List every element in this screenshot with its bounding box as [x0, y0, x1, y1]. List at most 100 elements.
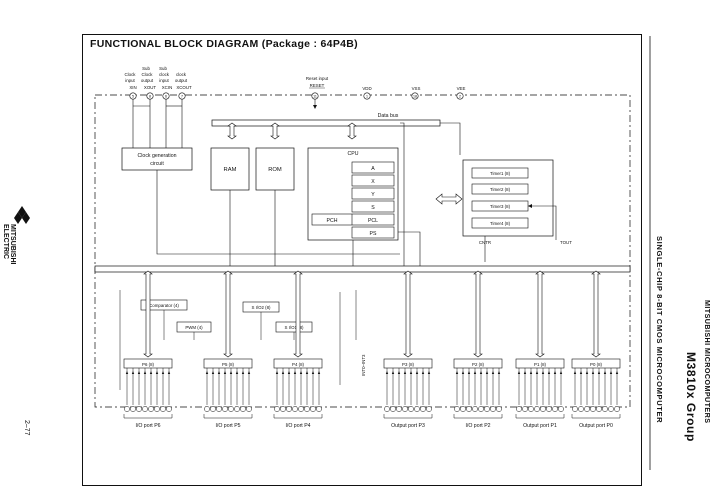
port-register-box	[571, 358, 621, 369]
port-register-box	[273, 358, 323, 369]
port-register-box	[123, 358, 173, 369]
port-pin-circle	[292, 406, 298, 412]
port-register-label: P6 (8)	[142, 362, 154, 367]
port-pin-circle	[426, 406, 432, 412]
timer-rows	[471, 167, 529, 229]
clock-pin-3-l1: Sub	[142, 66, 150, 71]
port-register-label: P2 (8)	[472, 362, 484, 367]
timer-bus-arrow	[435, 193, 463, 205]
port-pin-circle	[286, 406, 292, 412]
port-6: P0 (8)Output port P0	[571, 270, 621, 429]
port-pin-circle	[304, 406, 310, 412]
port-register-box	[203, 358, 253, 369]
port-pin-circle	[558, 406, 564, 412]
clock-pin-4-sym: XCOUT	[176, 85, 192, 90]
port-pin-circle	[234, 406, 240, 412]
port-pin-circle	[216, 406, 222, 412]
internal-bus	[94, 265, 631, 273]
data-bus-top	[211, 119, 441, 127]
port-pin-circle	[390, 406, 396, 412]
port-label: I/O port P6	[135, 423, 160, 429]
sio1-label: S I/O1 (8)	[284, 325, 304, 330]
port-label: Output port P1	[523, 423, 557, 429]
pin-num-vss: 18	[413, 94, 417, 98]
port-0: P6 (8) I/O port P6	[123, 270, 173, 429]
port-pin-circle	[228, 406, 234, 412]
port-pin-circle	[490, 406, 496, 412]
port-pin-circle	[460, 406, 466, 412]
clock-gen-l2: circuit	[150, 161, 164, 167]
port-pin-circle	[274, 406, 280, 412]
port-pin-circle	[484, 406, 490, 412]
port-pin-circle	[528, 406, 534, 412]
clock-pin-3-sym: XCIN	[162, 85, 173, 90]
reset-label: Reset input	[306, 76, 329, 81]
port-pin-circle	[240, 406, 246, 412]
port-pin-circle	[130, 406, 136, 412]
int-label: INT0–INT3	[361, 354, 366, 376]
port-register-label: P5 (8)	[222, 362, 234, 367]
reg-y: Y	[371, 192, 375, 198]
reset-pin: RESET	[310, 83, 325, 88]
port-register-box	[383, 358, 433, 369]
pin-num-vdd: 1	[366, 94, 368, 98]
port-pin-circle	[142, 406, 148, 412]
port-pin-circle	[540, 406, 546, 412]
timer-1: Timer1 (8)	[490, 171, 511, 176]
pin-num-xout: 8	[149, 94, 151, 98]
pin-num-xcout: 7	[181, 94, 183, 98]
data-bus-label: Data bus	[378, 113, 399, 119]
port-register-label: P4 (8)	[292, 362, 304, 367]
port-3: P3 (8)Output port P3	[383, 270, 433, 429]
port-pin-circle	[204, 406, 210, 412]
vdd-label: VDD	[362, 86, 371, 91]
sio2-label: S I/O2 (8)	[251, 305, 271, 310]
clock-pin-3-l2: clock	[159, 72, 170, 77]
port-pin-circle	[298, 406, 304, 412]
pin-num-xcin: 6	[165, 94, 167, 98]
pin-num-xin: 5	[132, 94, 134, 98]
port-pin-circle	[136, 406, 142, 412]
clock-pin-2-l3: output	[141, 78, 154, 83]
clock-pin-4-l2: clock	[176, 72, 187, 77]
clock-pin-4-l1: Sub	[159, 66, 167, 71]
ram-label: RAM	[224, 167, 237, 173]
timer-4: Timer4 (8)	[490, 221, 511, 226]
port-register-label: P1 (8)	[534, 362, 546, 367]
port-pin-circle	[396, 406, 402, 412]
clock-pin-3-l3: input	[159, 78, 169, 83]
port-5: P1 (8) Output port P1	[515, 270, 565, 429]
port-pin-circle	[166, 406, 172, 412]
clock-gen-l1: Clock generation	[138, 153, 177, 159]
port-pin-circle	[210, 406, 216, 412]
rom-label: ROM	[268, 167, 282, 173]
clock-pin-1-l2: Clock	[125, 72, 137, 77]
clock-pin-2-sym: XOUT	[144, 85, 157, 90]
timer-2: Timer2 (8)	[490, 187, 511, 192]
port-pin-circle	[466, 406, 472, 412]
reg-x: X	[371, 179, 375, 185]
port-pin-circle	[522, 406, 528, 412]
port-pin-circle	[316, 406, 322, 412]
clock-pin-4-l3: output	[175, 78, 188, 83]
port-pin-circle	[478, 406, 484, 412]
port-pin-circle	[572, 406, 578, 412]
port-pin-circle	[160, 406, 166, 412]
port-register-label: P3 (8)	[402, 362, 414, 367]
reg-ps: PS	[370, 231, 377, 237]
port-pin-circle	[546, 406, 552, 412]
rom-box	[255, 147, 295, 191]
port-pin-circle	[420, 406, 426, 412]
port-pin-circle	[472, 406, 478, 412]
cpu-label: CPU	[348, 151, 359, 157]
pin-num-vee: 2	[459, 94, 461, 98]
port-label: I/O port P5	[215, 423, 240, 429]
port-1: P5 (8) I/O port P5	[203, 270, 253, 429]
port-pin-circle	[602, 406, 608, 412]
port-pin-circle	[584, 406, 590, 412]
reg-a: A	[371, 166, 375, 172]
vee-label: VEE	[457, 86, 466, 91]
port-pin-circle	[454, 406, 460, 412]
